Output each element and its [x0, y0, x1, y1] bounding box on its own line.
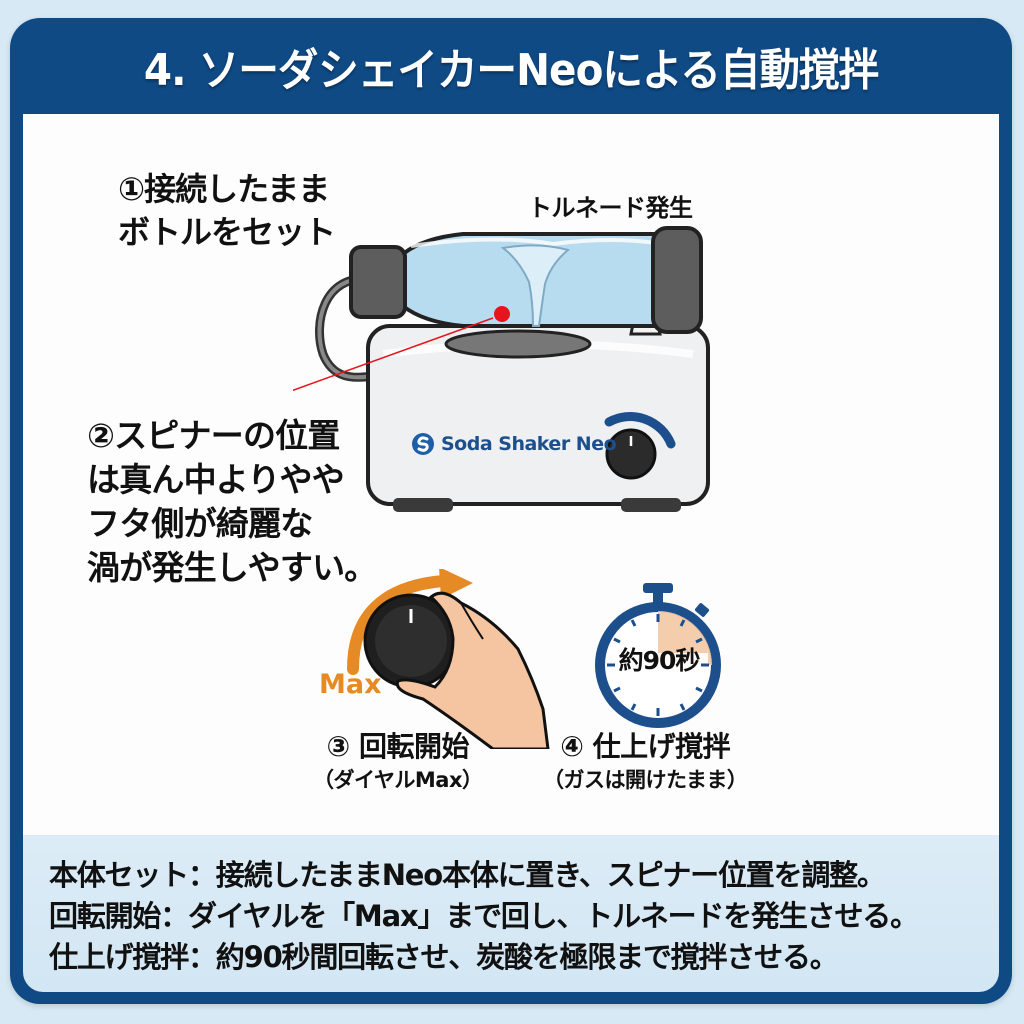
soda-shaker-device-illustration	[293, 226, 710, 512]
spinner-position-marker-icon	[494, 306, 510, 322]
instruction-line-finish: 仕上げ撹拌：約90秒間回転させ、炭酸を極限まで撹拌させる。	[49, 940, 839, 974]
step2-line2: は真ん中よりやや	[87, 460, 345, 499]
dial-max-label: Max	[319, 669, 382, 700]
stopwatch-illustration	[595, 583, 721, 728]
instruction-line-set: 本体セット：接続したままNeo本体に置き、スピナー位置を調整。	[49, 858, 886, 892]
brand-logo-icon	[412, 433, 434, 455]
step4-subtitle: （ガスは開けたまま）	[543, 768, 748, 792]
device-brand: Soda Shaker Neo	[411, 432, 617, 456]
page-title: 4. ソーダシェイカーNeoによる自動撹拌	[143, 45, 879, 96]
step2-line1: ②スピナーの位置	[87, 416, 340, 455]
instruction-panel: 4. ソーダシェイカーNeoによる自動撹拌 ①接続したまま ボトルをセット トル…	[10, 18, 1012, 1004]
step4-title: ④ 仕上げ撹拌	[560, 730, 731, 763]
rotate-arrow-icon	[347, 575, 449, 675]
instructions-box: 本体セット：接続したままNeo本体に置き、スピナー位置を調整。 回転開始：ダイヤ…	[23, 835, 999, 992]
step3-subtitle: （ダイヤルMax）	[313, 768, 483, 792]
step1-line2: ボトルをセット	[118, 213, 336, 251]
step3-title: ③ 回転開始	[326, 730, 470, 763]
dial-turn-illustration	[347, 569, 550, 749]
step2-line3: フタ側が綺麗な	[87, 504, 313, 543]
tornado-label: トルネード発生	[528, 194, 693, 222]
timer-duration-label: 約90秒	[618, 646, 701, 675]
step1-label: ①接続したまま ボトルをセット	[118, 168, 336, 254]
pointer-line	[293, 317, 494, 392]
step4-label: ④ 仕上げ撹拌 （ガスは開けたまま）	[543, 729, 748, 795]
brand-name: Soda Shaker Neo	[441, 433, 617, 455]
instruction-line-rotate: 回転開始：ダイヤルを「Max」まで回し、トルネードを発生させる。	[49, 899, 919, 933]
illustration-area: ①接続したまま ボトルをセット トルネード発生	[23, 114, 999, 835]
step3-label: ③ 回転開始 （ダイヤルMax）	[313, 729, 483, 795]
hand-icon	[395, 591, 550, 749]
step2-label: ②スピナーの位置 は真ん中よりやや フタ側が綺麗な 渦が発生しやすい。	[87, 414, 377, 590]
device-dial-icon	[605, 428, 657, 480]
step2-line4: 渦が発生しやすい。	[87, 548, 377, 587]
panel-header: 4. ソーダシェイカーNeoによる自動撹拌	[10, 18, 1012, 114]
step1-line1: ①接続したまま	[118, 170, 330, 208]
